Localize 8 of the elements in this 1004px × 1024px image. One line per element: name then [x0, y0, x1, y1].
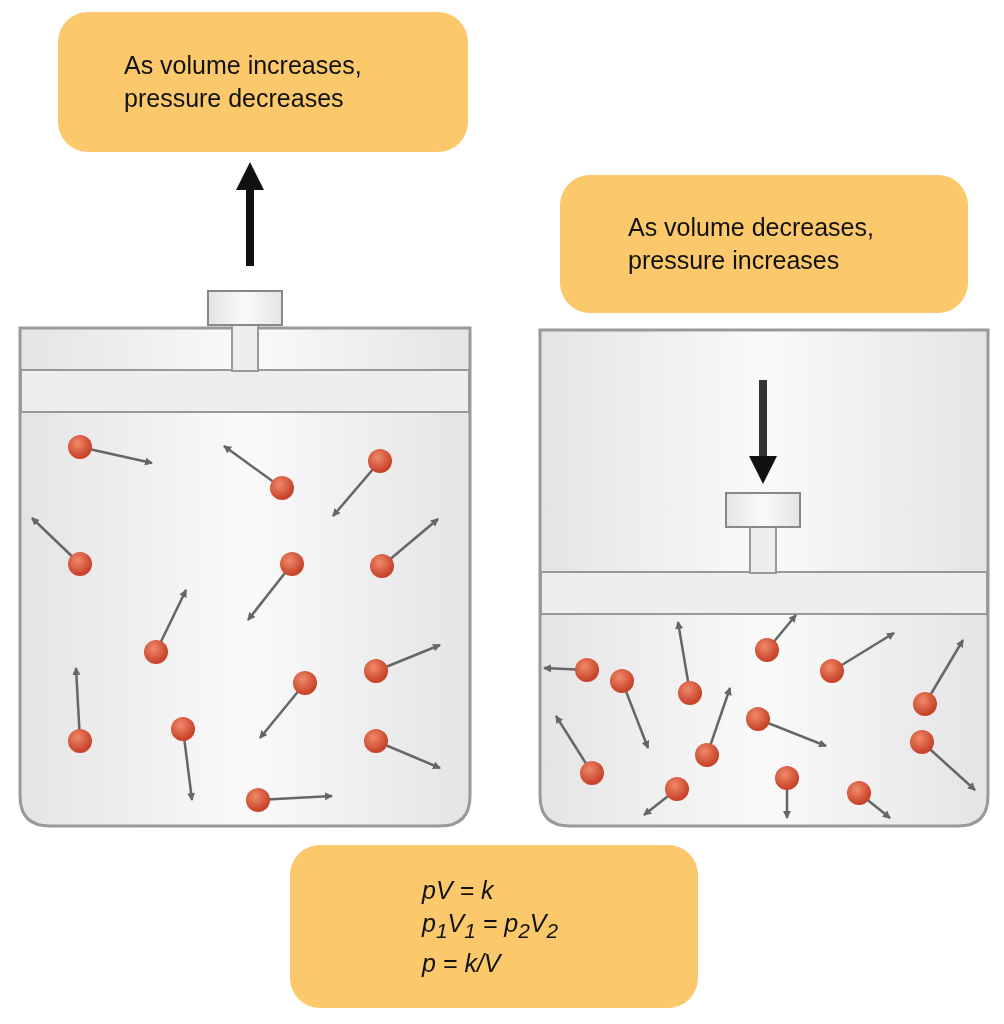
callout-box — [560, 175, 968, 313]
callout-box — [58, 12, 468, 152]
callout-text: As volume decreases, pressure increases — [628, 212, 875, 276]
equation: p$_{1}$V$_{1}$ = p$_{2}$V$_{2}$ — [422, 907, 560, 944]
formula-box — [290, 845, 698, 1008]
callout-text: As volume increases, pressure decreases — [124, 50, 363, 114]
equation: p = k/V — [422, 947, 503, 979]
equation: pV = k — [422, 874, 495, 906]
